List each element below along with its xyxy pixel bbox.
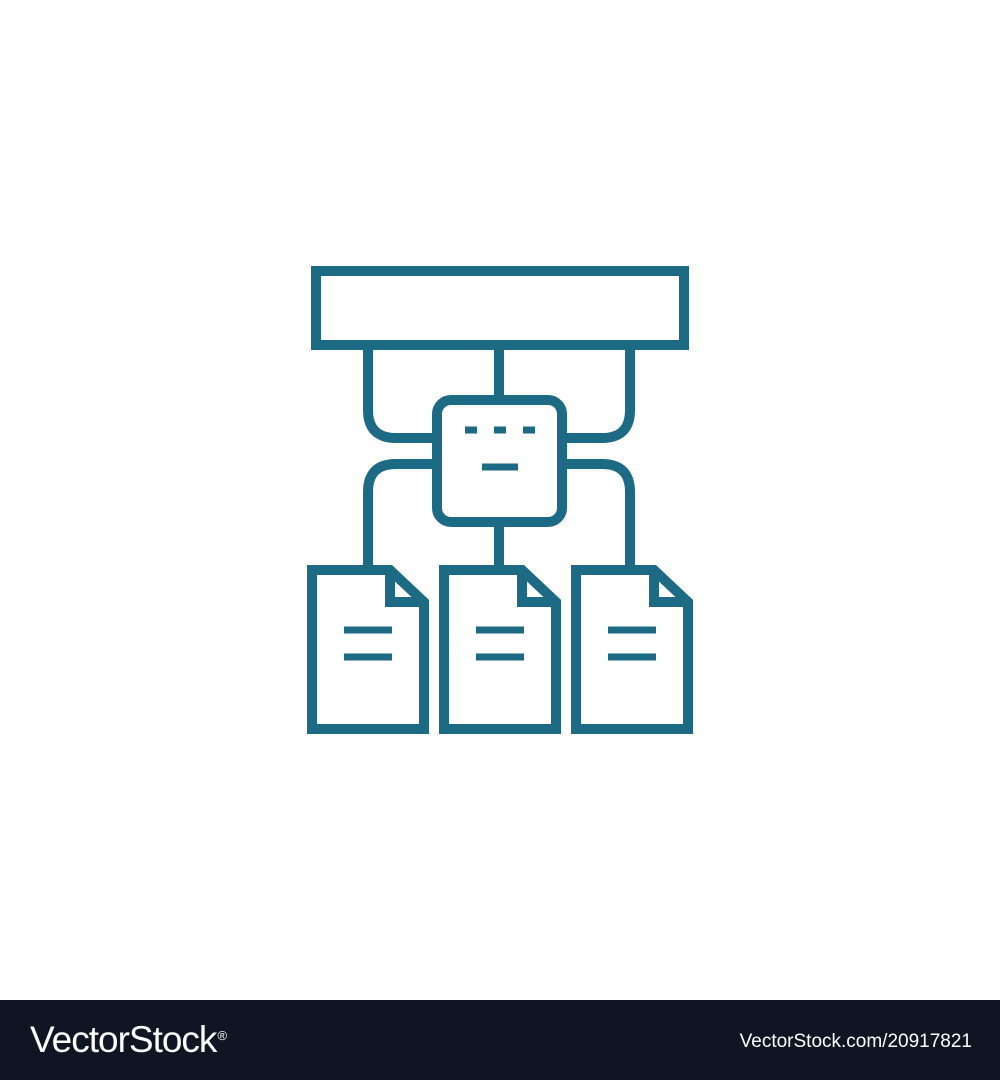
document-middle-fold (517, 570, 556, 607)
flowchart-hierarchy-icon (307, 266, 693, 734)
document-left-fold (385, 570, 424, 607)
image-id-text: VectorStock.com/20917821 (739, 1031, 972, 1052)
connector-right-lower (562, 459, 635, 570)
center-node (432, 395, 567, 527)
brand-logo: VectorStock® (30, 1018, 227, 1062)
document-left (307, 565, 429, 734)
document-middle (439, 565, 561, 734)
watermark-footer: VectorStock® VectorStock.com/20917821 (0, 1000, 1000, 1080)
connector-left-lower (363, 459, 437, 570)
registered-mark: ® (217, 1028, 227, 1043)
brand-name: VectorStock (30, 1019, 217, 1060)
document-right (571, 565, 693, 734)
document-right-fold (649, 570, 688, 607)
connector-right-upper (562, 345, 635, 443)
top-header-box (311, 266, 689, 350)
connector-left-upper (363, 345, 436, 443)
